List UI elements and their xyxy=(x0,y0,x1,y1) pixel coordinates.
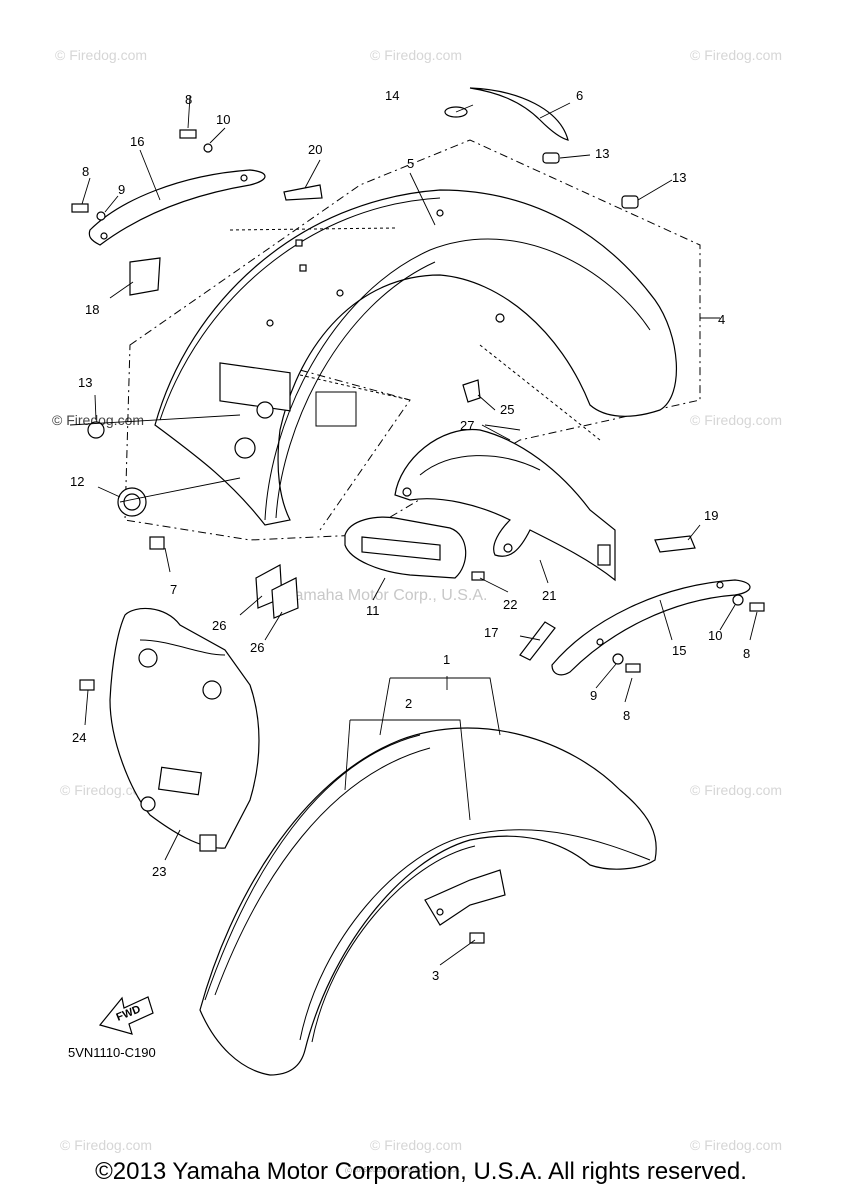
callout-13: 13 xyxy=(595,146,609,161)
callout-8: 8 xyxy=(82,164,89,179)
part-23-side-cover xyxy=(109,607,260,852)
watermark-text: © Firedog.com xyxy=(370,1137,462,1153)
callout-8: 8 xyxy=(185,92,192,107)
watermark-layer: © Firedog.com © Firedog.com © Firedog.co… xyxy=(52,47,782,1153)
fwd-arrow: FWD xyxy=(98,996,154,1035)
callout-11: 11 xyxy=(366,603,380,618)
callout-4: 4 xyxy=(718,312,725,327)
watermark-text: © Firedog.com xyxy=(55,47,147,63)
callout-20: 20 xyxy=(308,142,322,157)
diagram-code: 5VN1110-C190 xyxy=(68,1045,156,1060)
rear-fender-envelope xyxy=(124,139,701,541)
callouts: 1 2 3 4 5 6 7 8 8 8 8 9 9 10 10 11 12 13… xyxy=(70,88,750,983)
callout-8: 8 xyxy=(743,646,750,661)
callout-5: 5 xyxy=(407,156,414,171)
callout-22: 22 xyxy=(503,597,517,612)
callout-1: 1 xyxy=(443,652,450,667)
callout-10: 10 xyxy=(216,112,230,127)
callout-13: 13 xyxy=(78,375,92,390)
part-7-bolt xyxy=(149,536,165,550)
tiny-copyright-note: (c) 2005-2015 Yamaha Motor Corp., U.S.A. xyxy=(345,1168,460,1174)
callout-14: 14 xyxy=(385,88,399,103)
watermark-text: © Firedog.com xyxy=(52,412,144,428)
watermark-text: © Firedog.com xyxy=(60,782,152,798)
part-19-piece xyxy=(654,535,696,553)
right-fasteners xyxy=(471,571,765,673)
watermark-text: © Firedog.com xyxy=(690,1137,782,1153)
callout-24: 24 xyxy=(72,730,86,745)
part-26-pad xyxy=(271,577,299,619)
front-fender xyxy=(199,727,657,1076)
rear-fender xyxy=(154,189,677,526)
callout-21: 21 xyxy=(542,588,556,603)
callout-7: 7 xyxy=(170,582,177,597)
leader-lines xyxy=(69,95,758,966)
part-13-grommet xyxy=(542,152,560,164)
callout-12: 12 xyxy=(70,474,84,489)
callout-10: 10 xyxy=(708,628,722,643)
watermark-text: © Firedog.com xyxy=(690,782,782,798)
part-6-trim xyxy=(469,87,569,141)
callout-17: 17 xyxy=(484,625,498,640)
upper-left-fasteners xyxy=(71,129,213,221)
part-12-grommet xyxy=(117,487,147,517)
callout-25: 25 xyxy=(500,402,514,417)
copyright-footer: ©2013 Yamaha Motor Corporation, U.S.A. A… xyxy=(95,1158,747,1185)
callout-27: 27 xyxy=(460,418,474,433)
callout-16: 16 xyxy=(130,134,144,149)
callout-26: 26 xyxy=(250,640,264,655)
part-15-rail xyxy=(551,579,751,676)
callout-13: 13 xyxy=(672,170,686,185)
part-21-bracket xyxy=(394,424,616,582)
watermark-text: © Firedog.com xyxy=(370,47,462,63)
part-25-clip xyxy=(462,379,481,403)
callout-9: 9 xyxy=(118,182,125,197)
callout-18: 18 xyxy=(85,302,99,317)
callout-6: 6 xyxy=(576,88,583,103)
callout-9: 9 xyxy=(590,688,597,703)
callout-23: 23 xyxy=(152,864,166,879)
callout-8: 8 xyxy=(623,708,630,723)
callout-15: 15 xyxy=(672,643,686,658)
part-3-bolt xyxy=(469,932,485,944)
part-24-bolt xyxy=(79,679,95,691)
watermark-center-text: Yamaha Motor Corp., U.S.A. xyxy=(285,587,487,604)
part-13-grommet xyxy=(87,421,105,439)
callout-19: 19 xyxy=(704,508,718,523)
part-11-reflector xyxy=(344,516,467,579)
callout-2: 2 xyxy=(405,696,412,711)
part-17-strip xyxy=(519,621,556,661)
part-13-grommet xyxy=(621,195,639,209)
watermark-text: © Firedog.com xyxy=(690,47,782,63)
callout-26: 26 xyxy=(212,618,226,633)
part-16-rail xyxy=(88,169,323,296)
watermark-text: © Firedog.com xyxy=(60,1137,152,1153)
callout-3: 3 xyxy=(432,968,439,983)
watermark-text: © Firedog.com xyxy=(690,412,782,428)
